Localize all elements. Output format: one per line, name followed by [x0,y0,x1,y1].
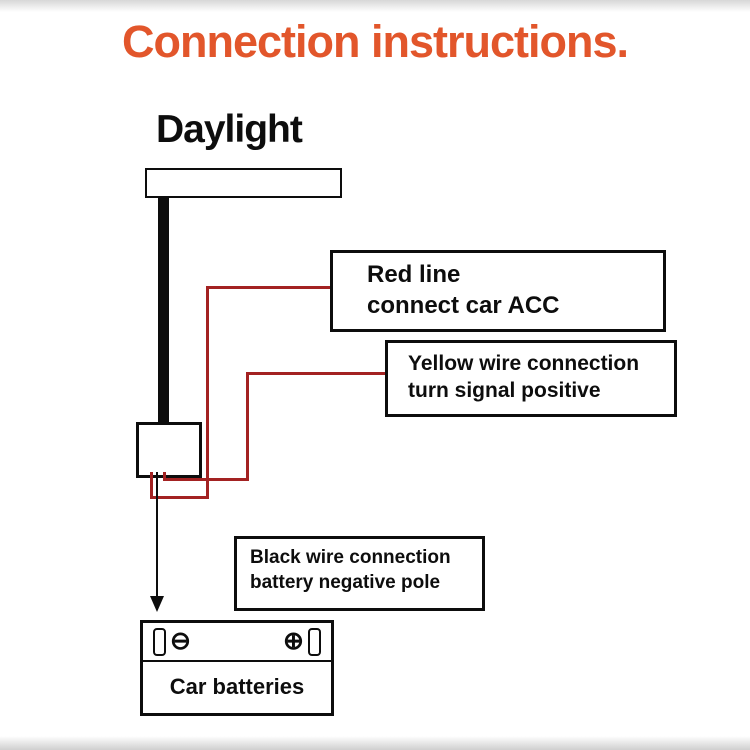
red-wire-turn-vertical [246,372,249,481]
battery-label: Car batteries [169,674,305,699]
red-wire-acc-bottom [150,496,209,499]
red-wire-turn-horizontal [246,372,385,375]
negative-post-icon [153,627,166,656]
red-wire-turn-bottom [163,478,249,481]
red-wire-turn-stub [163,472,166,481]
battery-negative-terminal: ⊖ [153,627,191,656]
arrow-down-icon [150,596,164,612]
battery-terminals: ⊖ ⊕ [143,623,331,662]
black-wire-line [156,472,158,598]
note-yellow-line-2: turn signal positive [408,379,601,403]
note-yellow-wire: Yellow wire connection turn signal posit… [385,340,677,417]
red-wire-acc-stub [150,472,153,499]
note-black-wire: Black wire connection battery negative p… [234,536,485,611]
note-red-line-2: connect car ACC [367,292,560,320]
daylight-label: Daylight [156,108,303,151]
red-wire-acc-horizontal [206,286,332,289]
daylight-lamp-shape [145,168,342,198]
note-red-line-1: Red line [367,261,461,288]
note-yellow-line-1: Yellow wire connection [408,352,640,375]
connector-box-shape [136,422,202,478]
photo-edge-bottom [0,736,750,750]
red-wire-acc-vertical [206,286,209,499]
note-black-line-1: Black wire connection [250,547,451,568]
minus-circle-icon: ⊖ [170,627,191,655]
battery-positive-terminal: ⊕ [283,627,321,656]
note-black-line-2: battery negative pole [250,571,441,593]
main-cable-line [158,196,169,424]
car-battery-shape: ⊖ ⊕ Car batteries [140,620,334,716]
positive-post-icon [308,627,321,656]
note-red-line: Red line connect car ACC [330,250,666,332]
page-title: Connection instructions. [121,16,629,67]
photo-edge-top [0,0,750,12]
plus-circle-icon: ⊕ [283,627,304,655]
